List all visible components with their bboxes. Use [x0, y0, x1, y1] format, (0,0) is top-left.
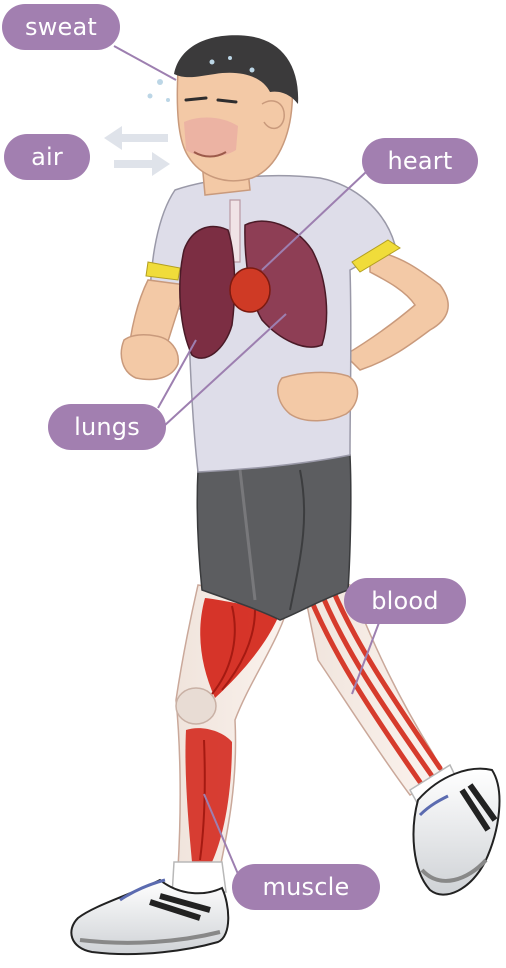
label-lungs: lungs: [48, 404, 166, 450]
nose-airway: [184, 117, 238, 156]
label-sweat: sweat: [2, 4, 120, 50]
label-heart: heart: [362, 138, 478, 184]
knee: [176, 688, 216, 724]
head: [174, 35, 298, 181]
front-leg: [172, 585, 290, 896]
ear: [262, 101, 284, 129]
air-out-arrow: [104, 126, 168, 150]
leader-sweat: [114, 46, 176, 80]
label-blood: blood: [344, 578, 466, 624]
back-fist: [278, 372, 358, 420]
shorts: [197, 455, 351, 620]
label-muscle: muscle: [232, 864, 380, 910]
air-arrows: [104, 126, 170, 176]
front-fist: [121, 335, 178, 380]
air-in-arrow: [114, 152, 170, 176]
heart-organ: [230, 268, 270, 312]
label-air: air: [4, 134, 90, 180]
